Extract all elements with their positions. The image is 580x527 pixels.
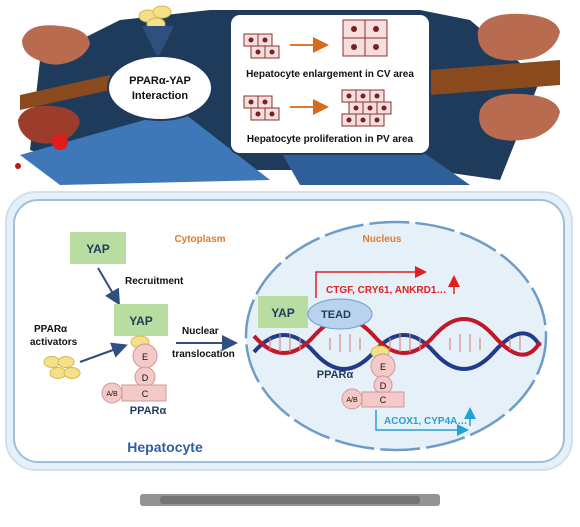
domain-c-label-nucleus: C	[380, 395, 387, 405]
panel-enlargement-caption: Hepatocyte enlargement in CV area	[246, 69, 414, 80]
liver-icon-bottom-left	[18, 105, 80, 144]
red-spot-icon	[52, 134, 68, 150]
blue-wedge-right	[280, 150, 470, 185]
domain-d-label-cytoplasm: D	[142, 373, 149, 383]
domain-e-label-nucleus: E	[380, 362, 386, 372]
blue-wedge-left	[20, 110, 270, 185]
interaction-ellipse	[107, 55, 213, 121]
enlarged-cells-icon	[342, 19, 388, 57]
tead-target-arrow	[315, 266, 427, 298]
top-section: PPARα-YAP Interaction Hepatocyte enlar	[15, 5, 560, 185]
hepatocyte-cell: Cytoplasm YAP Recruitment YAP E D A/B C …	[5, 191, 573, 471]
domain-d-label-nucleus: D	[380, 381, 387, 391]
ppara-label-cytoplasm: PPARα	[130, 405, 167, 417]
ppara-target-arrow	[375, 410, 469, 436]
yap-box-nucleus	[258, 296, 308, 328]
liver-icon-top-left	[22, 25, 90, 65]
domain-c-label-cytoplasm: C	[142, 389, 149, 399]
nuclear-label-line2: translocation	[172, 349, 235, 360]
recruitment-label: Recruitment	[125, 276, 184, 287]
red-dot-icon	[15, 163, 21, 169]
small-cells-cluster-2-icon	[243, 95, 280, 121]
orange-connector-left	[20, 75, 110, 110]
yap-box-bound	[114, 304, 168, 336]
interaction-label-line2: Interaction	[132, 90, 189, 102]
cytoplasm-label: Cytoplasm	[174, 234, 225, 245]
dna-helix-icon	[252, 317, 542, 371]
activators-label-line1: PPARα	[34, 324, 68, 335]
domain-c-nucleus	[361, 391, 405, 408]
tead-ellipse	[307, 298, 373, 330]
proliferated-cells-icon	[341, 89, 392, 127]
ppara-target-genes-label: ACOX1, CYP4A…	[384, 416, 467, 427]
yap-label-bound: YAP	[129, 314, 153, 328]
domain-c-cytoplasm	[121, 384, 167, 402]
yap-box-cytoplasm	[70, 232, 126, 264]
domain-e-label-cytoplasm: E	[142, 352, 148, 362]
interaction-label-line1: PPARα-YAP	[129, 75, 191, 87]
domain-ab-label-nucleus: A/B	[346, 397, 358, 404]
recruitment-arrow	[97, 267, 121, 306]
upregulated-genes-label: CTGF, CRY61, ANKRD1…	[326, 285, 446, 296]
yap-label-nucleus: YAP	[271, 306, 295, 320]
orange-connector-right	[430, 60, 560, 95]
small-cells-cluster-icon	[243, 33, 280, 59]
domain-ab-label-cytoplasm: A/B	[106, 391, 118, 398]
panel-proliferation-caption: Hepatocyte proliferation in PV area	[247, 134, 414, 145]
ppara-label-nucleus: PPARα	[317, 369, 354, 381]
nucleus: Nucleus	[244, 220, 548, 452]
activators-arrow	[79, 342, 128, 363]
blurred-caption	[140, 494, 440, 506]
liver-icon-top-right	[477, 13, 560, 61]
activators-label-line2: activators	[30, 337, 78, 348]
nucleus-label: Nucleus	[363, 234, 402, 245]
hepatocyte-label: Hepatocyte	[127, 439, 203, 455]
activators-ligand-icon	[43, 356, 81, 379]
yap-label-cytoplasm: YAP	[86, 242, 110, 256]
nuclear-label-line1: Nuclear	[182, 326, 219, 337]
tead-label: TEAD	[321, 309, 351, 321]
liver-icon-bottom-right	[479, 93, 560, 141]
